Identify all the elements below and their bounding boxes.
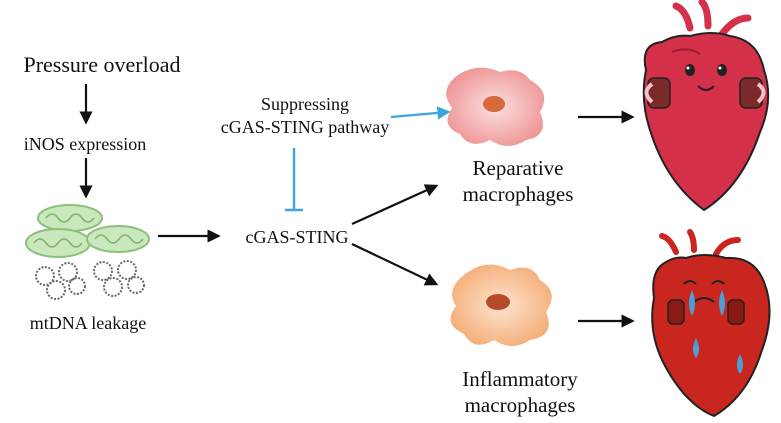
inos-expression-label: iNOS expression	[23, 134, 147, 154]
arrow-cgas-to-inflammatory	[351, 243, 439, 286]
pressure-overload-label: Pressure overload	[23, 52, 181, 77]
mitochondria-icon	[25, 204, 150, 258]
arrow-cgas-to-reparative	[351, 184, 439, 226]
happy-heart-icon	[642, 0, 770, 212]
suppressing-line2: cGAS-STING pathway	[220, 116, 390, 137]
reparative-line1: Reparative	[472, 156, 564, 180]
reparative-line2: macrophages	[462, 182, 574, 207]
inflammatory-line2: macrophages	[464, 393, 576, 418]
inflammatory-line1: Inflammatory	[462, 367, 578, 391]
cgas-sting-label: cGAS-STING	[245, 227, 349, 247]
mtdna-leakage-label: mtDNA leakage	[29, 313, 147, 333]
suppressing-line1: Suppressing	[260, 94, 349, 114]
reparative-macrophages-label: Reparative macrophages	[438, 155, 598, 208]
suppressing-pathway-label: Suppressing cGAS-STING pathway	[210, 93, 400, 138]
sad-heart-icon	[651, 229, 771, 418]
arrow-suppress-to-reparative	[390, 106, 451, 120]
mtdna-circle-icon	[35, 260, 145, 300]
reparative-macrophage-icon	[446, 67, 545, 146]
inflammatory-macrophage-icon	[450, 264, 552, 346]
inflammatory-macrophages-label: Inflammatory macrophages	[420, 366, 620, 419]
